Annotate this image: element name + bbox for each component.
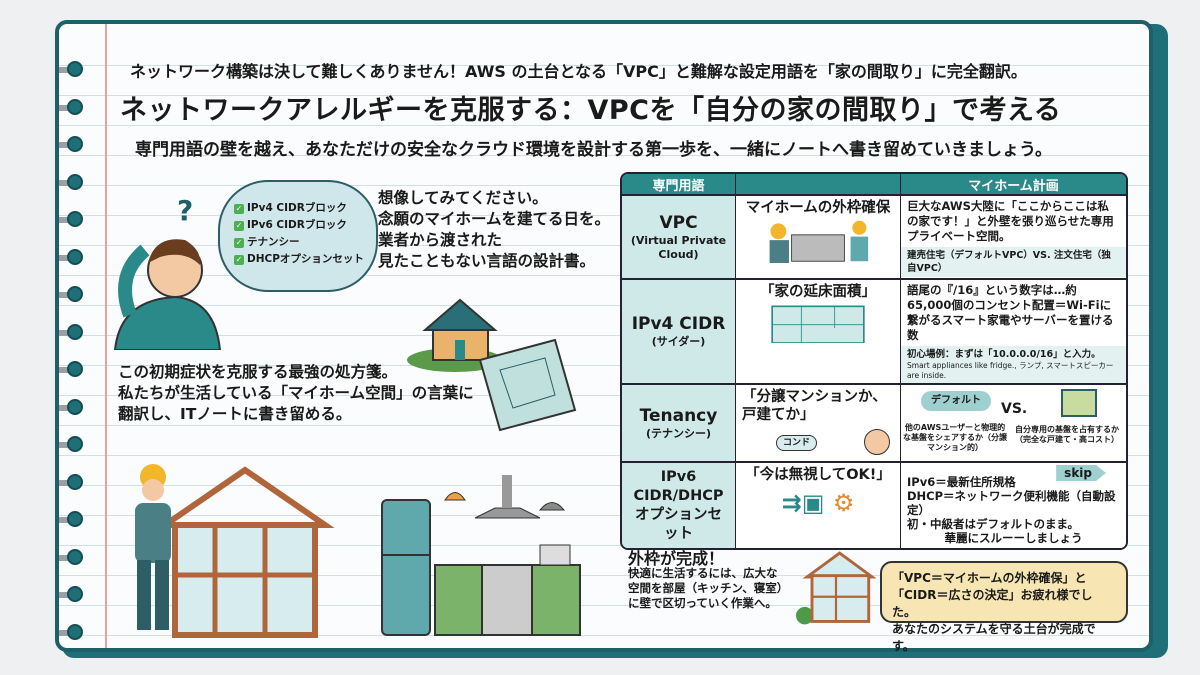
checkbox-icon: ✓ <box>234 255 244 265</box>
house-icon <box>1061 389 1097 417</box>
workers-building-wall-icon <box>769 220 869 263</box>
subtitle: ネットワーク構築は決して難しくありません！AWS の土台となる「VPC」と難解な… <box>130 62 1027 81</box>
spiral-ring <box>59 211 83 227</box>
term-sub: (テナンシー) <box>645 426 712 440</box>
spiral-ring <box>59 98 83 115</box>
term-sub: (サイダー) <box>651 335 706 348</box>
checkbox-icon: ✓ <box>234 238 244 248</box>
skip-arrow: skip <box>1056 465 1106 481</box>
kitchen-illustration <box>381 475 581 636</box>
page-title: ネットワークアレルギーを克服する：VPCを「自分の家の間取り」で考える <box>120 95 1062 126</box>
spiral-ring <box>59 173 83 190</box>
header-term: 専門用語 <box>622 174 736 196</box>
spiral-ring <box>59 286 83 302</box>
spiral-ring <box>59 548 83 565</box>
spiral-ring <box>59 361 83 377</box>
spiral-ring <box>59 436 83 452</box>
spiral-ring <box>59 473 83 490</box>
desc-line: DHCP＝ネットワーク便利機能（自動設定） <box>907 489 1116 517</box>
checkbox-icon: ✓ <box>234 221 244 231</box>
metaphor: 「分譲マンションか、戸建てか」 <box>742 389 887 423</box>
house-frame-illustration <box>796 551 876 625</box>
address-book-gears-icon: ⇉▣ ⚙ <box>781 489 855 517</box>
spiral-ring <box>59 586 83 602</box>
spiral-ring <box>59 323 83 340</box>
metaphor: マイホームの外枠確保 <box>745 200 891 216</box>
description: 語尾の『/16』という数字は…約65,000個のコンセント配置＝Wi-Fiに繋が… <box>907 283 1114 342</box>
thought-item: ✓IPv6 CIDRブロック <box>234 219 347 231</box>
thought-item: ✓テナンシー <box>234 236 300 248</box>
table-row: IPv6 CIDR/DHCPオプションセット 「今は無視してOK!」 ⇉▣ ⚙ … <box>622 463 1126 548</box>
note-english: Smart appliances like fridge., ランプ, スマート… <box>907 361 1114 380</box>
note: 初心場例：まずは「10.0.0.0/16」と入力。 <box>907 349 1101 360</box>
margin-line <box>105 24 107 648</box>
term: IPv4 CIDR <box>631 314 726 334</box>
lead-text: 専門用語の壁を越え、あなただけの安全なクラウド環境を設計する第一歩を、一緒にノー… <box>135 140 1052 160</box>
svg-text:?: ? <box>177 195 193 227</box>
metaphor: 「今は無視してOK!」 <box>745 467 891 483</box>
header-metaphor <box>736 174 901 196</box>
floor-plan-icon <box>771 305 865 343</box>
table-row: IPv4 CIDR(サイダー) 「家の延床面積」 語尾の『/16』という数字は…… <box>622 280 1126 385</box>
summary-speech-bubble: 「VPC＝マイホームの外枠確保」と「CIDR＝広さの決定」お疲れ様でした。あなた… <box>880 561 1128 653</box>
person-icon <box>864 429 890 455</box>
spiral-ring <box>59 511 83 527</box>
term: Tenancy <box>639 405 718 426</box>
confused-person-illustration: ? <box>113 195 222 350</box>
table-row: VPC(Virtual Private Cloud) マイホームの外枠確保 巨大… <box>622 196 1126 280</box>
house-blueprint-illustration <box>407 298 577 432</box>
spiral-ring <box>59 61 83 77</box>
term-sub: (Virtual Private Cloud) <box>630 233 727 261</box>
term: VPC <box>659 212 698 233</box>
imagine-text: 想像してみてください。念願のマイホームを建てる日を。業者から渡された見たこともな… <box>378 189 611 270</box>
thought-cloud: ✓IPv4 CIDRブロック ✓IPv6 CIDRブロック ✓テナンシー ✓DH… <box>218 180 378 292</box>
term: IPv6 CIDR/DHCPオプションセット <box>633 468 724 542</box>
default-cloud: デフォルト <box>921 391 991 411</box>
spiral-ring <box>59 136 83 152</box>
dedicated-text: 自分専用の基盤を占有するか（完全な戸建て・高コスト） <box>1015 425 1119 444</box>
desc-line: 華麗にスルーーしましょう <box>944 531 1083 545</box>
spiral-ring <box>59 398 83 415</box>
spiral-ring <box>59 248 83 265</box>
builder-frame-illustration <box>135 464 335 638</box>
desc-line: 初・中級者はデフォルトのまま。 <box>907 517 1080 531</box>
prescription-text: この初期症状を克服する最強の処方箋。私たちが生活している「マイホーム空間」の言葉… <box>118 363 474 423</box>
description: 巨大なAWS大陸に「ここからここは私の家です！」と外壁を張り巡らせた専用プライベ… <box>907 199 1114 243</box>
thought-item: ✓IPv4 CIDRブロック <box>234 202 347 214</box>
note: 建売住宅（デフォルトVPC）VS. 注文住宅（独自VPC） <box>901 247 1126 277</box>
glossary-table: 専門用語 マイホーム計画 VPC(Virtual Private Cloud) … <box>620 172 1128 550</box>
header-plan: マイホーム計画 <box>901 174 1126 196</box>
frame-done-title: 外枠が完成！ <box>628 549 725 568</box>
table-row: Tenancy(テナンシー) 「分譲マンションか、戸建てか」 コンド デフォルト… <box>622 385 1126 463</box>
frame-done-text: 快適に生活するには、広大な空間を部屋（キッチン、寝室）に壁で区切っていく作業へ。 <box>628 566 789 610</box>
speech-bubble: コンド <box>776 435 818 451</box>
desc-line: IPv6＝最新住所規格 <box>907 475 1016 489</box>
thought-item: ✓DHCPオプションセット <box>234 253 364 265</box>
metaphor: 「家の延床面積」 <box>760 284 876 300</box>
checkbox-icon: ✓ <box>234 204 244 214</box>
spiral-ring <box>59 623 83 640</box>
shared-text: 他のAWSユーザーと物理的な基盤をシェアするか（分譲マンション的） <box>903 423 1007 452</box>
vs-label: VS. <box>1001 401 1028 417</box>
